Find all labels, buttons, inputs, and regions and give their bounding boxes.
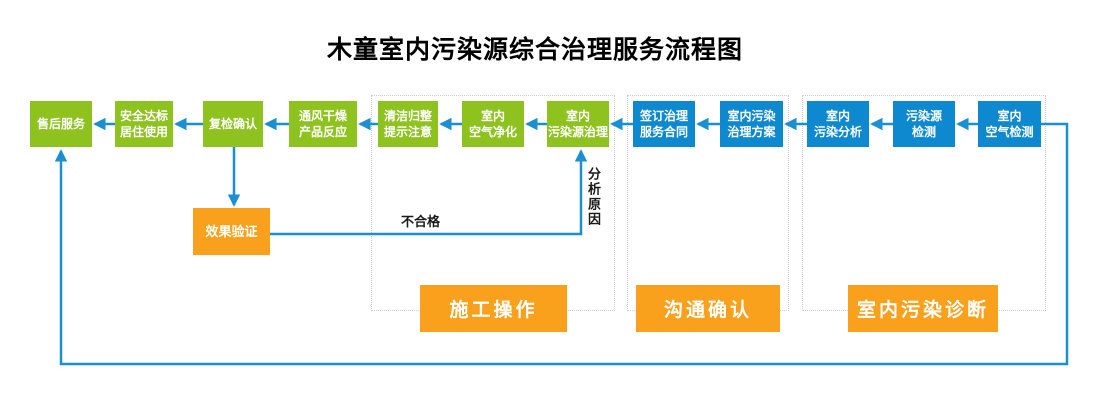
flow-box-effect-verify: 效果验证	[193, 208, 270, 255]
flow-box-air-detection: 室内 空气检测	[978, 101, 1041, 147]
arrow-detection-bottom-loop	[54, 122, 1069, 366]
flow-box-source-detection: 污染源 检测	[893, 101, 955, 147]
section-label-construction: 施工操作	[420, 285, 567, 332]
flow-box-pollution-analysis: 室内 污染分析	[807, 101, 869, 147]
flow-box-cleanup: 清洁归整 提示注意	[378, 101, 438, 147]
label-unqualified: 不合格	[401, 214, 441, 229]
flow-box-treatment-plan: 室内污染 治理方案	[720, 101, 783, 147]
section-label-communication: 沟通确认	[636, 285, 780, 332]
flow-box-safe-use: 安全达标 居住使用	[115, 101, 173, 147]
flow-box-recheck: 复检确认	[203, 101, 263, 147]
arrow-verify-feedback-unqualified	[270, 149, 588, 236]
label-analyze-cause: 分析原因	[586, 167, 601, 227]
flow-box-air-purify: 室内 空气净化	[462, 101, 524, 147]
flow-box-source-treatment: 室内 污染源治理	[547, 101, 609, 147]
section-label-diagnosis: 室内污染诊断	[848, 285, 998, 332]
page-title: 木童室内污染源综合治理服务流程图	[326, 36, 743, 64]
flow-box-ventilation: 通风干燥 产品反应	[289, 101, 357, 147]
flow-box-sign-contract: 签订治理 服务合同	[633, 101, 695, 147]
flow-box-after-sales: 售后服务	[30, 101, 92, 147]
